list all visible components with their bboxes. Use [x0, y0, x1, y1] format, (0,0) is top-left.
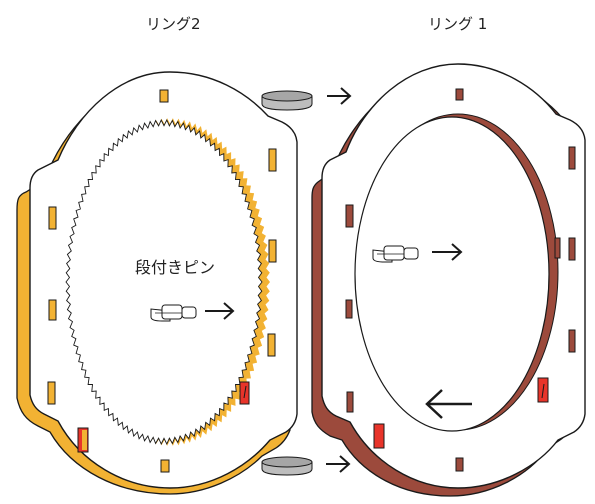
ring-2-slot	[47, 381, 56, 405]
ring-1-title: リング 1	[428, 15, 488, 33]
ring-2	[16, 71, 298, 495]
ring-2-slot	[160, 459, 170, 473]
ring-1-slot	[554, 237, 561, 259]
pin-top	[261, 90, 313, 111]
ring-1-slot	[455, 457, 464, 472]
ring-2-gear-teeth	[65, 119, 263, 445]
ring-1-slot	[345, 299, 353, 319]
ring-2-red-slot-inner	[82, 430, 87, 450]
ring-2-slot	[268, 239, 277, 263]
ring-1-opening	[354, 116, 550, 432]
ring-2-slot	[267, 333, 276, 357]
ring-2-slot	[48, 299, 57, 321]
ring-1-red-slot-mark	[541, 383, 545, 399]
ring-2-slot	[159, 89, 169, 103]
arrow-right-pin-ring-2	[205, 302, 235, 320]
stepped-pin-ring-2	[150, 304, 197, 322]
ring-1-slot	[568, 329, 576, 353]
ring-2-red-slot-mark	[243, 385, 247, 399]
pin-bottom	[261, 456, 313, 476]
ring-2-title: リング2	[146, 15, 201, 33]
ring-1-slot	[345, 204, 354, 228]
stepped-pin-label: 段付きピン	[134, 258, 217, 278]
ring-2-slot	[48, 206, 57, 230]
arrow-right-pin-ring-1	[432, 243, 463, 261]
arrow-right-bottom	[326, 455, 351, 473]
stepped-pin-ring-1	[372, 245, 419, 263]
ring-1	[311, 63, 586, 497]
ring-1-slot	[455, 88, 464, 101]
ring-2-slot	[268, 148, 277, 172]
arrow-left-rotate	[425, 389, 472, 419]
ring-1-slot	[568, 146, 576, 170]
ring-1-red-slot	[373, 423, 385, 449]
arrow-right-top	[327, 87, 352, 105]
ring-1-slot	[346, 391, 354, 413]
ring-1-slot	[568, 237, 576, 261]
